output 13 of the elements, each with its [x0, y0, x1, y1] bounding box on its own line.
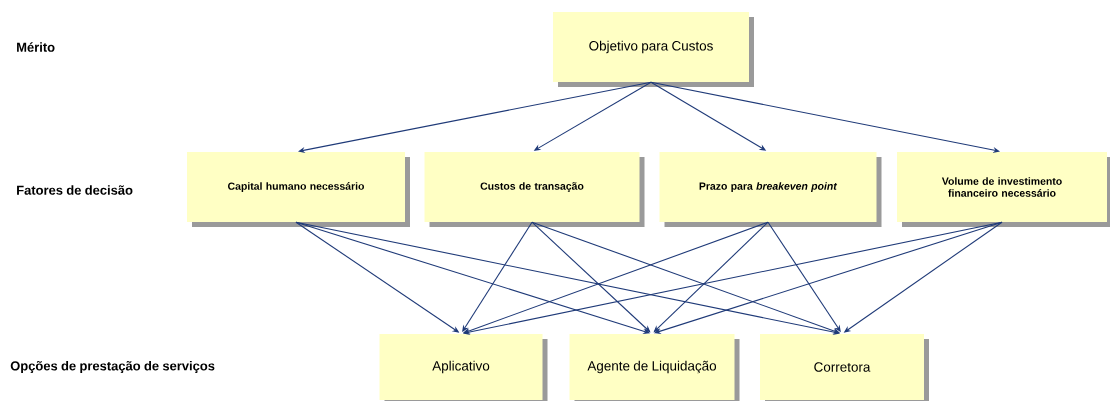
box: Agente de Liquidação: [569, 334, 740, 401]
box: Aplicativo: [379, 334, 548, 401]
arrow: [298, 81, 652, 154]
row-label: Fatores de decisão: [17, 185, 133, 195]
row-label: Mérito: [17, 42, 55, 52]
box: Capital humano necessário: [187, 152, 410, 227]
arrow: [531, 221, 651, 333]
row-label: Opções de prestação de serviços: [10, 360, 215, 374]
box: Custos de transação: [424, 152, 645, 227]
box: Corretora: [760, 334, 929, 401]
box: Prazo para breakeven point: [659, 152, 882, 227]
box: Objetivo para Custos: [553, 12, 754, 87]
box: Volume de investimento financeiro necessário: [897, 152, 1110, 227]
